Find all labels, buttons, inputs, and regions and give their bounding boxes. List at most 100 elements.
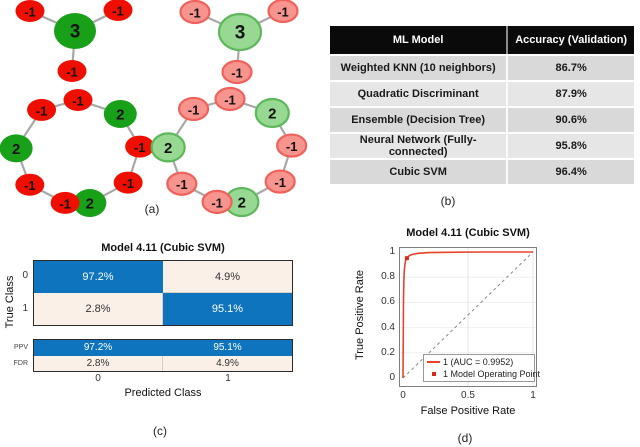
node-value-label: 2 [86, 196, 94, 213]
spin-graphs-figure: 3-1-1-13-1-1-1-12-1-12-1-12-1-12-1-12-1-… [0, 0, 308, 218]
legend-line-swatch [427, 361, 440, 363]
summary-cell-PPV-1: 95.1% [163, 340, 292, 356]
confusion-ytick: 0 [22, 270, 28, 281]
roc-legend: 1 (AUC = 0.9952) 1 Model Operating Point [423, 354, 540, 382]
roc-ylabel: True Positive Rate [354, 269, 366, 361]
summary-row-label: FDR [13, 360, 28, 367]
roc-ytick: 0.8 [381, 271, 395, 283]
confusion-title: Model 4.11 (Cubic SVM) [101, 242, 225, 254]
node-value-label: -1 [286, 139, 298, 154]
node-value-label: 3 [235, 23, 246, 44]
graph-node: -1 [50, 191, 80, 214]
confusion-cell-0-0: 97.2% [34, 261, 163, 293]
table-header-cell-1: Accuracy (Validation) [506, 26, 634, 54]
node-value-label: -1 [59, 196, 71, 211]
graph-node: -1 [125, 135, 155, 158]
table-row: Neural Network (Fully-connected)95.8% [330, 134, 634, 158]
summary-cell-FDR-0: 2.8% [34, 355, 163, 371]
graph-node: 2 [73, 189, 107, 218]
confusion-summary-grid: 97.2%95.1%2.8%4.9% [33, 339, 293, 372]
confusion-cell-0-1: 4.9% [163, 261, 292, 293]
accuracy-cell: 96.4% [506, 160, 634, 184]
node-value-label: 2 [268, 105, 276, 122]
confusion-xlabel: Predicted Class [124, 387, 202, 399]
node-value-label: 3 [70, 22, 81, 43]
graph-node: -1 [177, 96, 210, 122]
roc-ytick: 0.2 [381, 346, 395, 358]
graph-node: 2 [254, 97, 290, 129]
accuracy-cell: 95.8% [506, 134, 634, 158]
graph-node: -1 [166, 171, 198, 196]
graph-node: -1 [214, 86, 246, 112]
node-value-label: 2 [116, 106, 124, 123]
node-value-label: 2 [238, 195, 246, 212]
graph-node: -1 [113, 171, 143, 194]
graph-node: -1 [63, 89, 93, 111]
roc-legend-entry: 1 Model Operating Point [427, 369, 540, 379]
model-name-cell: Quadratic Discriminant [330, 82, 507, 106]
node-value-label: -1 [122, 176, 134, 191]
model-operating-point-marker [404, 256, 409, 261]
graph-node: 2 [150, 132, 186, 163]
graph-node: -1 [103, 0, 133, 21]
node-value-label: -1 [36, 103, 48, 118]
panel-d-label: (d) [457, 431, 473, 445]
legend-entry-label: 1 (AUC = 0.9952) [443, 357, 514, 367]
roc-ytick: 0 [389, 372, 395, 383]
confusion-cell-1-1: 95.1% [163, 293, 292, 325]
graph-node: -1 [201, 189, 233, 214]
graph-node: -1 [15, 0, 45, 22]
roc-legend-entry: 1 (AUC = 0.9952) [427, 357, 531, 367]
node-value-label: -1 [211, 195, 223, 210]
axes-box [399, 247, 537, 387]
node-value-label: -1 [66, 65, 78, 80]
node-value-label: -1 [274, 175, 286, 190]
roc-title: Model 4.11 (Cubic SVM) [406, 227, 530, 239]
panel-b-label: (b) [440, 194, 456, 208]
roc-xtick: 0 [400, 390, 406, 401]
node-value-label: -1 [176, 177, 188, 192]
panel-a-label: (a) [144, 202, 160, 216]
confusion-xtick: 1 [225, 373, 231, 384]
graph-node: -1 [27, 98, 57, 121]
model-name-cell: Cubic SVM [330, 160, 507, 184]
roc-xlabel: False Positive Rate [420, 405, 516, 417]
table-row: Ensemble (Decision Tree)90.6% [330, 108, 634, 132]
node-value-label: -1 [72, 94, 84, 109]
model-name-cell: Weighted KNN (10 neighbors) [330, 56, 507, 80]
accuracy-cell: 90.6% [506, 108, 634, 132]
summary-cell-FDR-1: 4.9% [163, 355, 292, 371]
node-value-label: -1 [224, 93, 236, 108]
graph-node: -1 [264, 169, 296, 194]
legend-point-swatch [432, 372, 436, 376]
node-value-label: -1 [24, 5, 36, 20]
graph-node: -1 [276, 133, 308, 158]
graph-node: 3 [217, 12, 263, 52]
node-value-label: -1 [188, 102, 200, 117]
node-value-label: -1 [24, 178, 36, 193]
graph-node: -1 [15, 173, 45, 196]
graph-node: 2 [0, 134, 33, 163]
node-value-label: -1 [277, 5, 289, 20]
model-name-cell: Ensemble (Decision Tree) [330, 108, 507, 132]
panel-c-confusion-chart: Model 4.11 (Cubic SVM) True Class 97.2%4… [0, 240, 320, 447]
graph-node: -1 [179, 0, 211, 25]
node-value-label: -1 [231, 66, 243, 81]
graph-node: 3 [54, 13, 96, 49]
roc-xtick: 0.5 [461, 390, 475, 401]
graph-node: -1 [221, 59, 253, 85]
roc-xtick: 1 [530, 390, 536, 401]
confusion-ytick: 1 [22, 303, 28, 314]
node-value-label: -1 [134, 140, 146, 155]
roc-ytick: 1 [389, 246, 395, 257]
graph-node: -1 [57, 60, 87, 82]
node-value-label: -1 [112, 4, 124, 19]
summary-cell-PPV-0: 97.2% [34, 340, 163, 356]
accuracy-cell: 86.7% [506, 56, 634, 80]
